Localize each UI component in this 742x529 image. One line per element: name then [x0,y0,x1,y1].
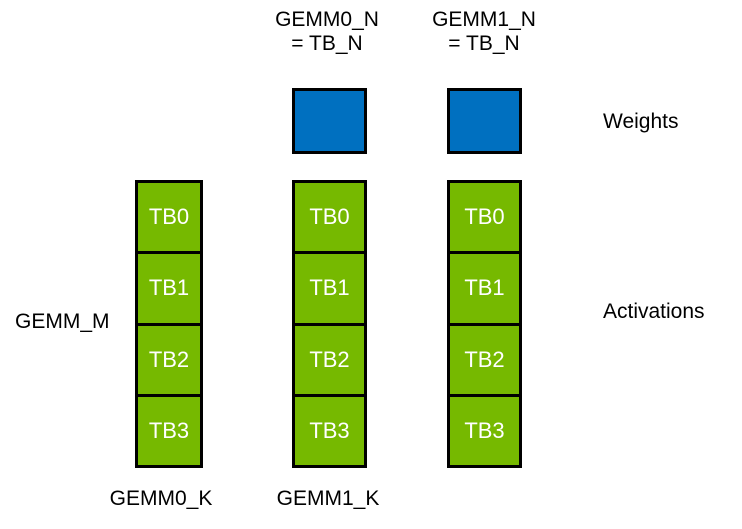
tb-block: TB1 [138,251,200,322]
tb-block: TB2 [138,322,200,394]
label-gemm1-n: GEMM1_N = TB_N [414,8,554,56]
tb-block: TB3 [295,393,364,465]
weight-block-gemm0 [292,88,367,154]
activation-column-gemm0: TB0 TB1 TB2 TB3 [292,180,367,468]
tb-block: TB0 [309,204,350,230]
tb-block: TB2 [450,322,519,394]
tb-block: TB0 [148,204,190,230]
label-gemm0-n: GEMM0_N = TB_N [257,8,397,56]
gemm0-k-label: GEMM0_K [109,487,213,510]
label-gemm1-n-line1: GEMM1_N [432,8,536,31]
tb-block: TB0 [464,204,505,230]
tb-block: TB1 [295,251,364,322]
weight-block-gemm1 [447,88,522,154]
label-gemm0-n-line1: GEMM0_N [275,8,379,31]
tb-block: TB1 [450,251,519,322]
activation-column-left: TB0 TB1 TB2 TB3 [135,180,203,468]
label-gemm0-n-line2: = TB_N [291,32,363,55]
label-gemm1-n-line2: = TB_N [448,32,520,55]
tb-block: TB2 [295,322,364,394]
gemm-m-label: GEMM_M [15,310,110,333]
activation-column-gemm1: TB0 TB1 TB2 TB3 [447,180,522,468]
tb-block: TB3 [138,393,200,465]
tb-block: TB3 [450,393,519,465]
weights-label: Weights [603,110,679,133]
gemm1-k-label: GEMM1_K [276,487,380,510]
activations-label: Activations [603,300,705,323]
